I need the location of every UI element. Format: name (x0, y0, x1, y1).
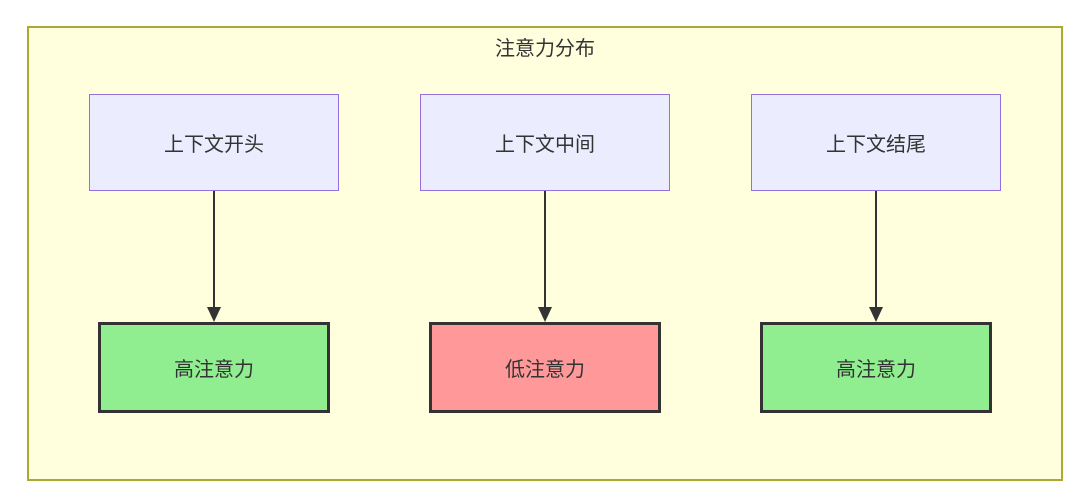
arrow-head-icon (869, 307, 883, 322)
down-arrow (869, 191, 883, 322)
node-context-middle: 上下文中间 (420, 94, 670, 191)
node-context-begin: 上下文开头 (89, 94, 339, 191)
arrow-line (213, 191, 215, 307)
arrow-line (875, 191, 877, 307)
node-high-attention-right: 高注意力 (760, 322, 992, 413)
node-low-attention: 低注意力 (429, 322, 661, 413)
down-arrow (207, 191, 221, 322)
node-high-attention-left: 高注意力 (98, 322, 330, 413)
diagram-title: 注意力分布 (495, 38, 595, 60)
down-arrow (538, 191, 552, 322)
arrow-head-icon (207, 307, 221, 322)
diagram-column-context-middle: 上下文中间 低注意力 (420, 94, 670, 413)
diagram-columns: 上下文开头 高注意力 上下文中间 低注意力 上下文结尾 高注意力 (29, 94, 1061, 413)
diagram-column-context-end: 上下文结尾 高注意力 (751, 94, 1001, 413)
arrow-head-icon (538, 307, 552, 322)
node-context-end: 上下文结尾 (751, 94, 1001, 191)
diagram-column-context-begin: 上下文开头 高注意力 (89, 94, 339, 413)
arrow-line (544, 191, 546, 307)
attention-distribution-diagram: 注意力分布 上下文开头 高注意力 上下文中间 低注意力 上下文结尾 高注 (27, 26, 1063, 481)
